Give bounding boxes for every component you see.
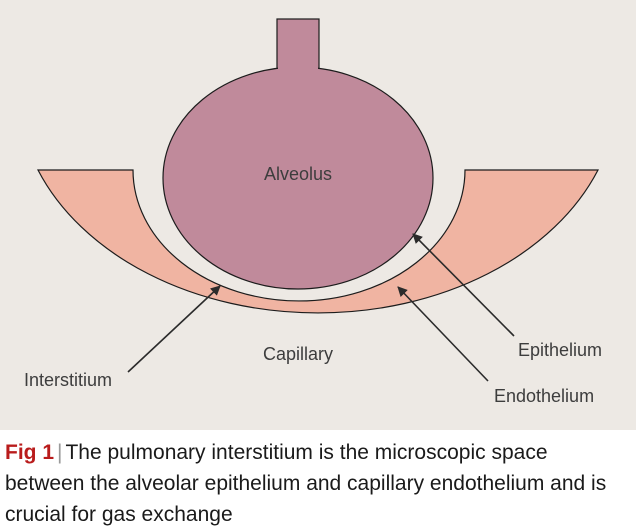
interstitium-label: Interstitium [24, 370, 112, 390]
figure-number: Fig 1 [5, 441, 55, 464]
interstitium-arrow [127, 285, 221, 373]
capillary-vessel [37, 169, 599, 314]
caption-separator: | [57, 441, 63, 464]
figure-panel: Alveolus Capillary Interstitium Epitheli… [0, 0, 636, 430]
caption-text: The pulmonary interstitium is the micros… [5, 441, 607, 526]
alveolus-label: Alveolus [264, 164, 332, 184]
endothelium-label: Endothelium [494, 386, 594, 406]
epithelium-arrow [412, 233, 515, 337]
capillary-label: Capillary [263, 344, 333, 364]
figure-caption: Fig 1|The pulmonary interstitium is the … [5, 437, 630, 530]
endothelium-arrow [397, 286, 489, 382]
alveolus-capillary-diagram: Alveolus Capillary Interstitium Epitheli… [24, 18, 602, 406]
epithelium-label: Epithelium [518, 340, 602, 360]
